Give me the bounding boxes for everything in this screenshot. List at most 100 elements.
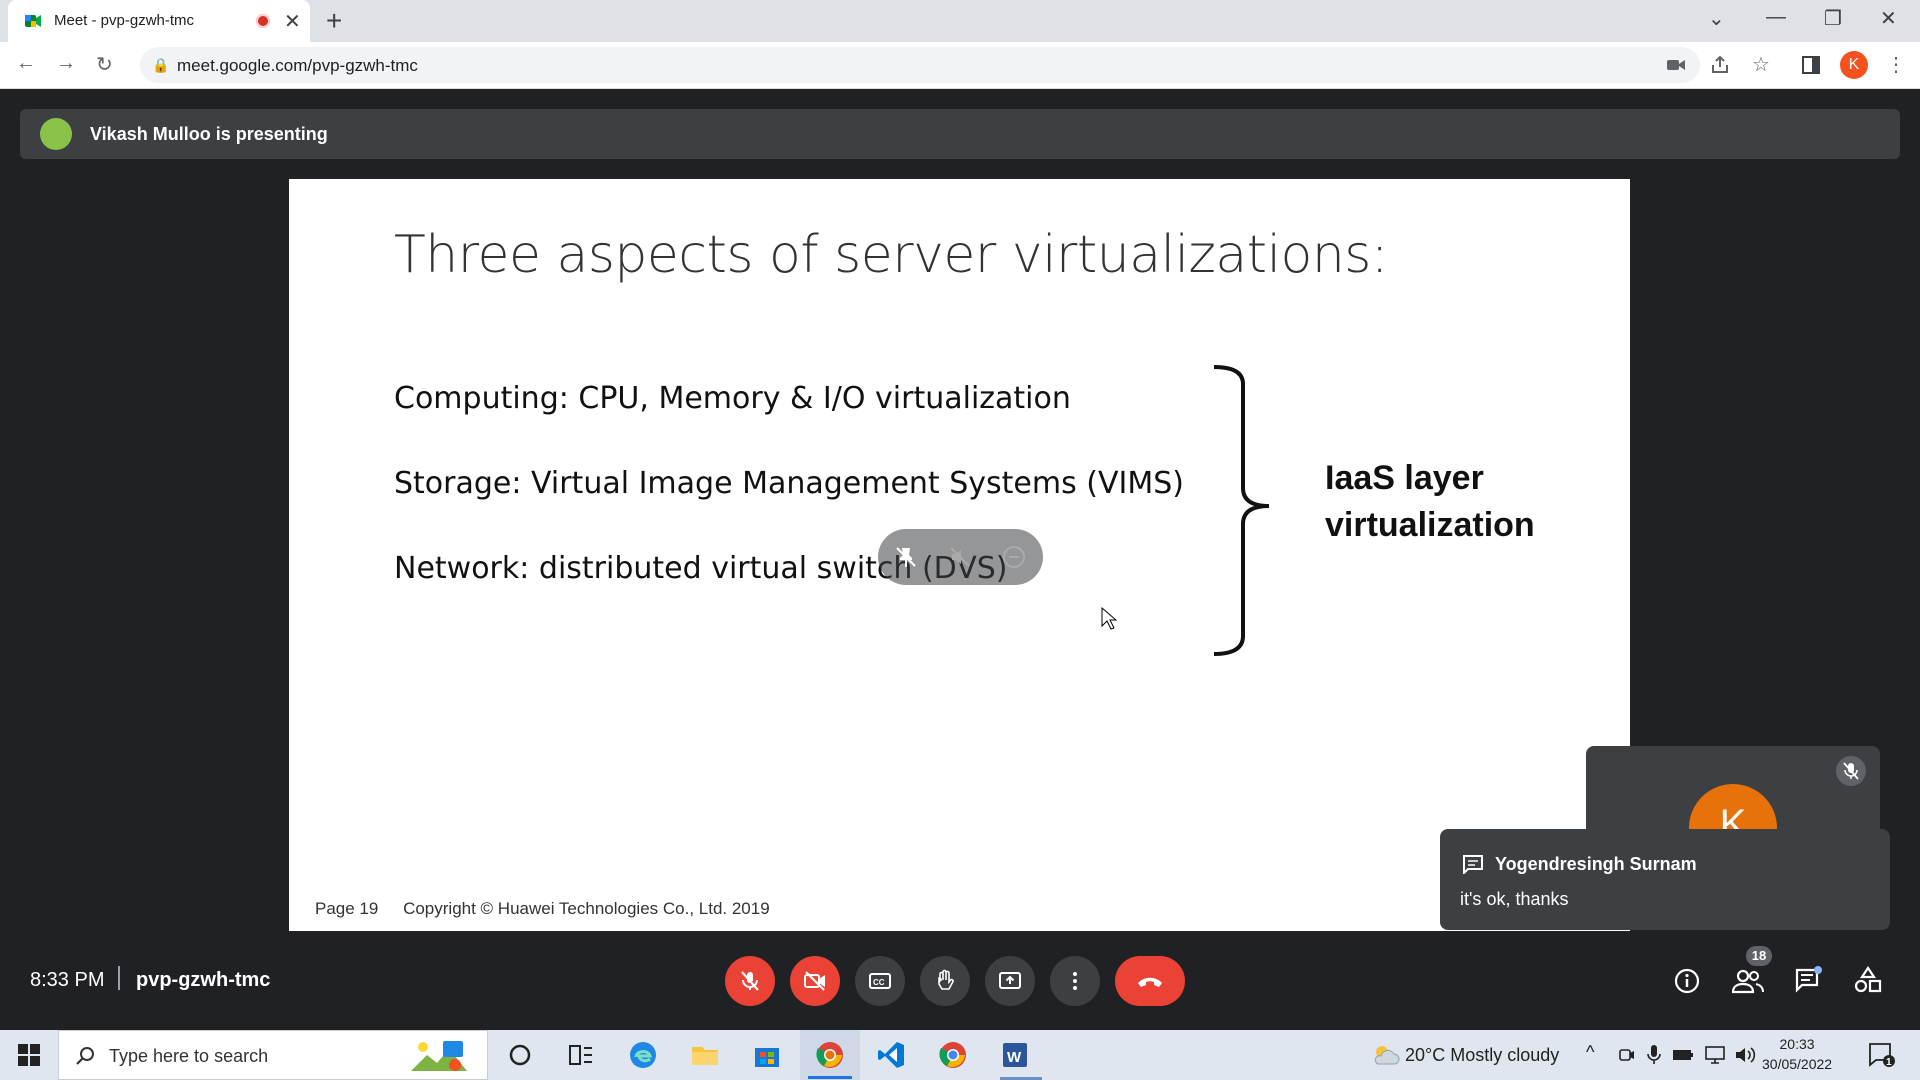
close-window-button[interactable]: ✕ (1880, 8, 1897, 30)
meeting-info-divider (118, 966, 120, 990)
chat-icon[interactable] (1794, 966, 1824, 994)
share-icon[interactable] (1710, 55, 1730, 75)
new-tab-button[interactable]: + (326, 5, 343, 36)
captions-button[interactable]: CC (855, 956, 905, 1006)
restore-window-button[interactable]: ❐ (1824, 8, 1842, 30)
chrome-profile-icon[interactable] (938, 1040, 968, 1070)
browser-tab-meet[interactable]: Meet - pvp-gzwh-tmc ✕ (8, 0, 310, 42)
meeting-code: pvp-gzwh-tmc (136, 969, 271, 991)
slide-footer: Page 19 Copyright © Huawei Technologies … (315, 899, 770, 919)
search-placeholder: Type here to search (109, 1046, 269, 1066)
meeting-time: 8:33 PM (30, 969, 105, 991)
self-muted-mic-icon (1836, 756, 1866, 786)
mic-off-icon (741, 971, 759, 991)
search-icon (76, 1047, 94, 1065)
microsoft-store-icon[interactable] (752, 1040, 782, 1070)
taskbar-active-chrome[interactable] (800, 1030, 860, 1080)
network-icon[interactable] (1704, 1045, 1726, 1065)
presentation-slide: Three aspects of server virtualizations:… (289, 179, 1630, 931)
active-app-indicator (808, 1076, 852, 1079)
address-bar[interactable] (140, 47, 1700, 83)
vscode-icon[interactable] (876, 1040, 906, 1070)
curly-brace-shape (1213, 365, 1270, 656)
presenting-text: Vikash Mulloo is presenting (90, 124, 328, 144)
windows-taskbar: Type here to search W 20°C Mostly cloudy… (0, 1030, 1920, 1080)
mouse-cursor-icon (1101, 607, 1117, 630)
battery-icon[interactable] (1672, 1047, 1694, 1063)
mute-tile-icon[interactable] (948, 545, 972, 569)
minimize-window-button[interactable]: — (1766, 6, 1786, 28)
chat-notification[interactable]: Yogendresingh Surnam it's ok, thanks (1440, 829, 1890, 930)
svg-text:W: W (1007, 1049, 1022, 1066)
end-call-icon (1138, 977, 1162, 987)
google-meet-icon (25, 15, 41, 27)
word-icon[interactable]: W (1000, 1040, 1030, 1070)
meeting-details-icon[interactable] (1674, 968, 1700, 994)
chrome-icon (816, 1042, 843, 1068)
camera-in-use-icon[interactable] (1666, 56, 1686, 74)
word-running-indicator (1000, 1077, 1042, 1080)
raise-hand-button[interactable] (920, 956, 970, 1006)
brace-label: IaaS layer virtualization (1325, 455, 1535, 549)
self-view-tile[interactable]: K (1586, 746, 1880, 836)
edge-icon[interactable] (628, 1040, 658, 1070)
weather-cloud-icon[interactable] (1372, 1044, 1400, 1066)
camera-off-icon (804, 971, 825, 991)
svg-text:1: 1 (1886, 1057, 1892, 1068)
taskbar-search-box[interactable]: Type here to search (58, 1030, 488, 1080)
microphone-toggle-button[interactable] (725, 956, 775, 1006)
brace-label-line1: IaaS layer (1325, 459, 1484, 497)
slide-copyright: Copyright © Huawei Technologies Co., Ltd… (403, 899, 770, 918)
notifications-icon[interactable]: 1 (1868, 1042, 1896, 1068)
closed-captions-icon: CC (869, 973, 891, 989)
profile-avatar[interactable]: K (1840, 51, 1868, 79)
meet-tray-icon[interactable] (1618, 1046, 1636, 1064)
chrome-menu-icon[interactable]: ⋮ (1886, 54, 1906, 76)
slide-bullet-storage: Storage: Virtual Image Management System… (394, 466, 1184, 501)
weather-text[interactable]: 20°C Mostly cloudy (1405, 1045, 1560, 1065)
clock-time: 20:33 (1779, 1036, 1815, 1052)
participants-count-badge: 18 (1746, 946, 1772, 966)
lock-icon[interactable]: 🔒 (152, 57, 170, 73)
chat-message-text: it's ok, thanks (1460, 889, 1569, 909)
bookmark-star-icon[interactable]: ☆ (1752, 54, 1770, 76)
url-text[interactable]: meet.google.com/pvp-gzwh-tmc (177, 56, 418, 75)
cortana-icon[interactable] (505, 1040, 535, 1070)
search-highlight-icon[interactable] (409, 1037, 469, 1075)
presenter-avatar (40, 118, 72, 150)
forward-arrow-icon[interactable]: → (56, 52, 76, 74)
tab-strip: Meet - pvp-gzwh-tmc ✕ + ⌄ — ❐ ✕ (0, 0, 1920, 42)
tab-title: Meet - pvp-gzwh-tmc (54, 12, 195, 29)
navigation-bar: ← → ↻ 🔒 meet.google.com/pvp-gzwh-tmc ☆ K… (0, 42, 1920, 89)
microphone-tray-icon[interactable] (1646, 1044, 1662, 1066)
clock-date: 30/05/2022 (1762, 1056, 1833, 1072)
present-screen-button[interactable] (985, 956, 1035, 1006)
show-hidden-icons-chevron-icon[interactable]: ^ (1586, 1042, 1595, 1062)
tab-search-chevron-icon[interactable]: ⌄ (1708, 8, 1725, 30)
activities-icon[interactable] (1854, 966, 1882, 994)
system-clock[interactable]: 20:33 30/05/2022 (1762, 1034, 1832, 1074)
volume-icon[interactable] (1734, 1045, 1758, 1065)
people-icon[interactable] (1732, 968, 1764, 994)
slide-page-number: Page 19 (315, 899, 379, 918)
windows-start-icon[interactable] (18, 1044, 40, 1066)
side-panel-icon[interactable] (1802, 56, 1820, 74)
chat-bubble-icon (1463, 855, 1483, 874)
present-screen-icon (999, 972, 1021, 989)
remove-tile-icon[interactable] (1002, 545, 1026, 569)
tab-close-icon[interactable]: ✕ (284, 11, 301, 33)
recording-indicator-icon (256, 14, 270, 28)
more-options-button[interactable] (1050, 956, 1100, 1006)
task-view-icon[interactable] (566, 1040, 596, 1070)
slide-bullet-computing: Computing: CPU, Memory & I/O virtualizat… (394, 381, 1071, 416)
leave-call-button[interactable] (1115, 956, 1185, 1006)
reload-icon[interactable]: ↻ (96, 54, 113, 76)
file-explorer-icon[interactable] (690, 1040, 720, 1070)
camera-toggle-button[interactable] (790, 956, 840, 1006)
pin-icon[interactable] (894, 545, 918, 569)
presenting-banner: Vikash Mulloo is presenting (20, 109, 1900, 159)
brace-label-line2: virtualization (1325, 506, 1535, 544)
back-arrow-icon[interactable]: ← (16, 52, 36, 74)
chat-sender-name: Yogendresingh Surnam (1495, 854, 1697, 874)
more-vert-icon (1073, 972, 1077, 990)
